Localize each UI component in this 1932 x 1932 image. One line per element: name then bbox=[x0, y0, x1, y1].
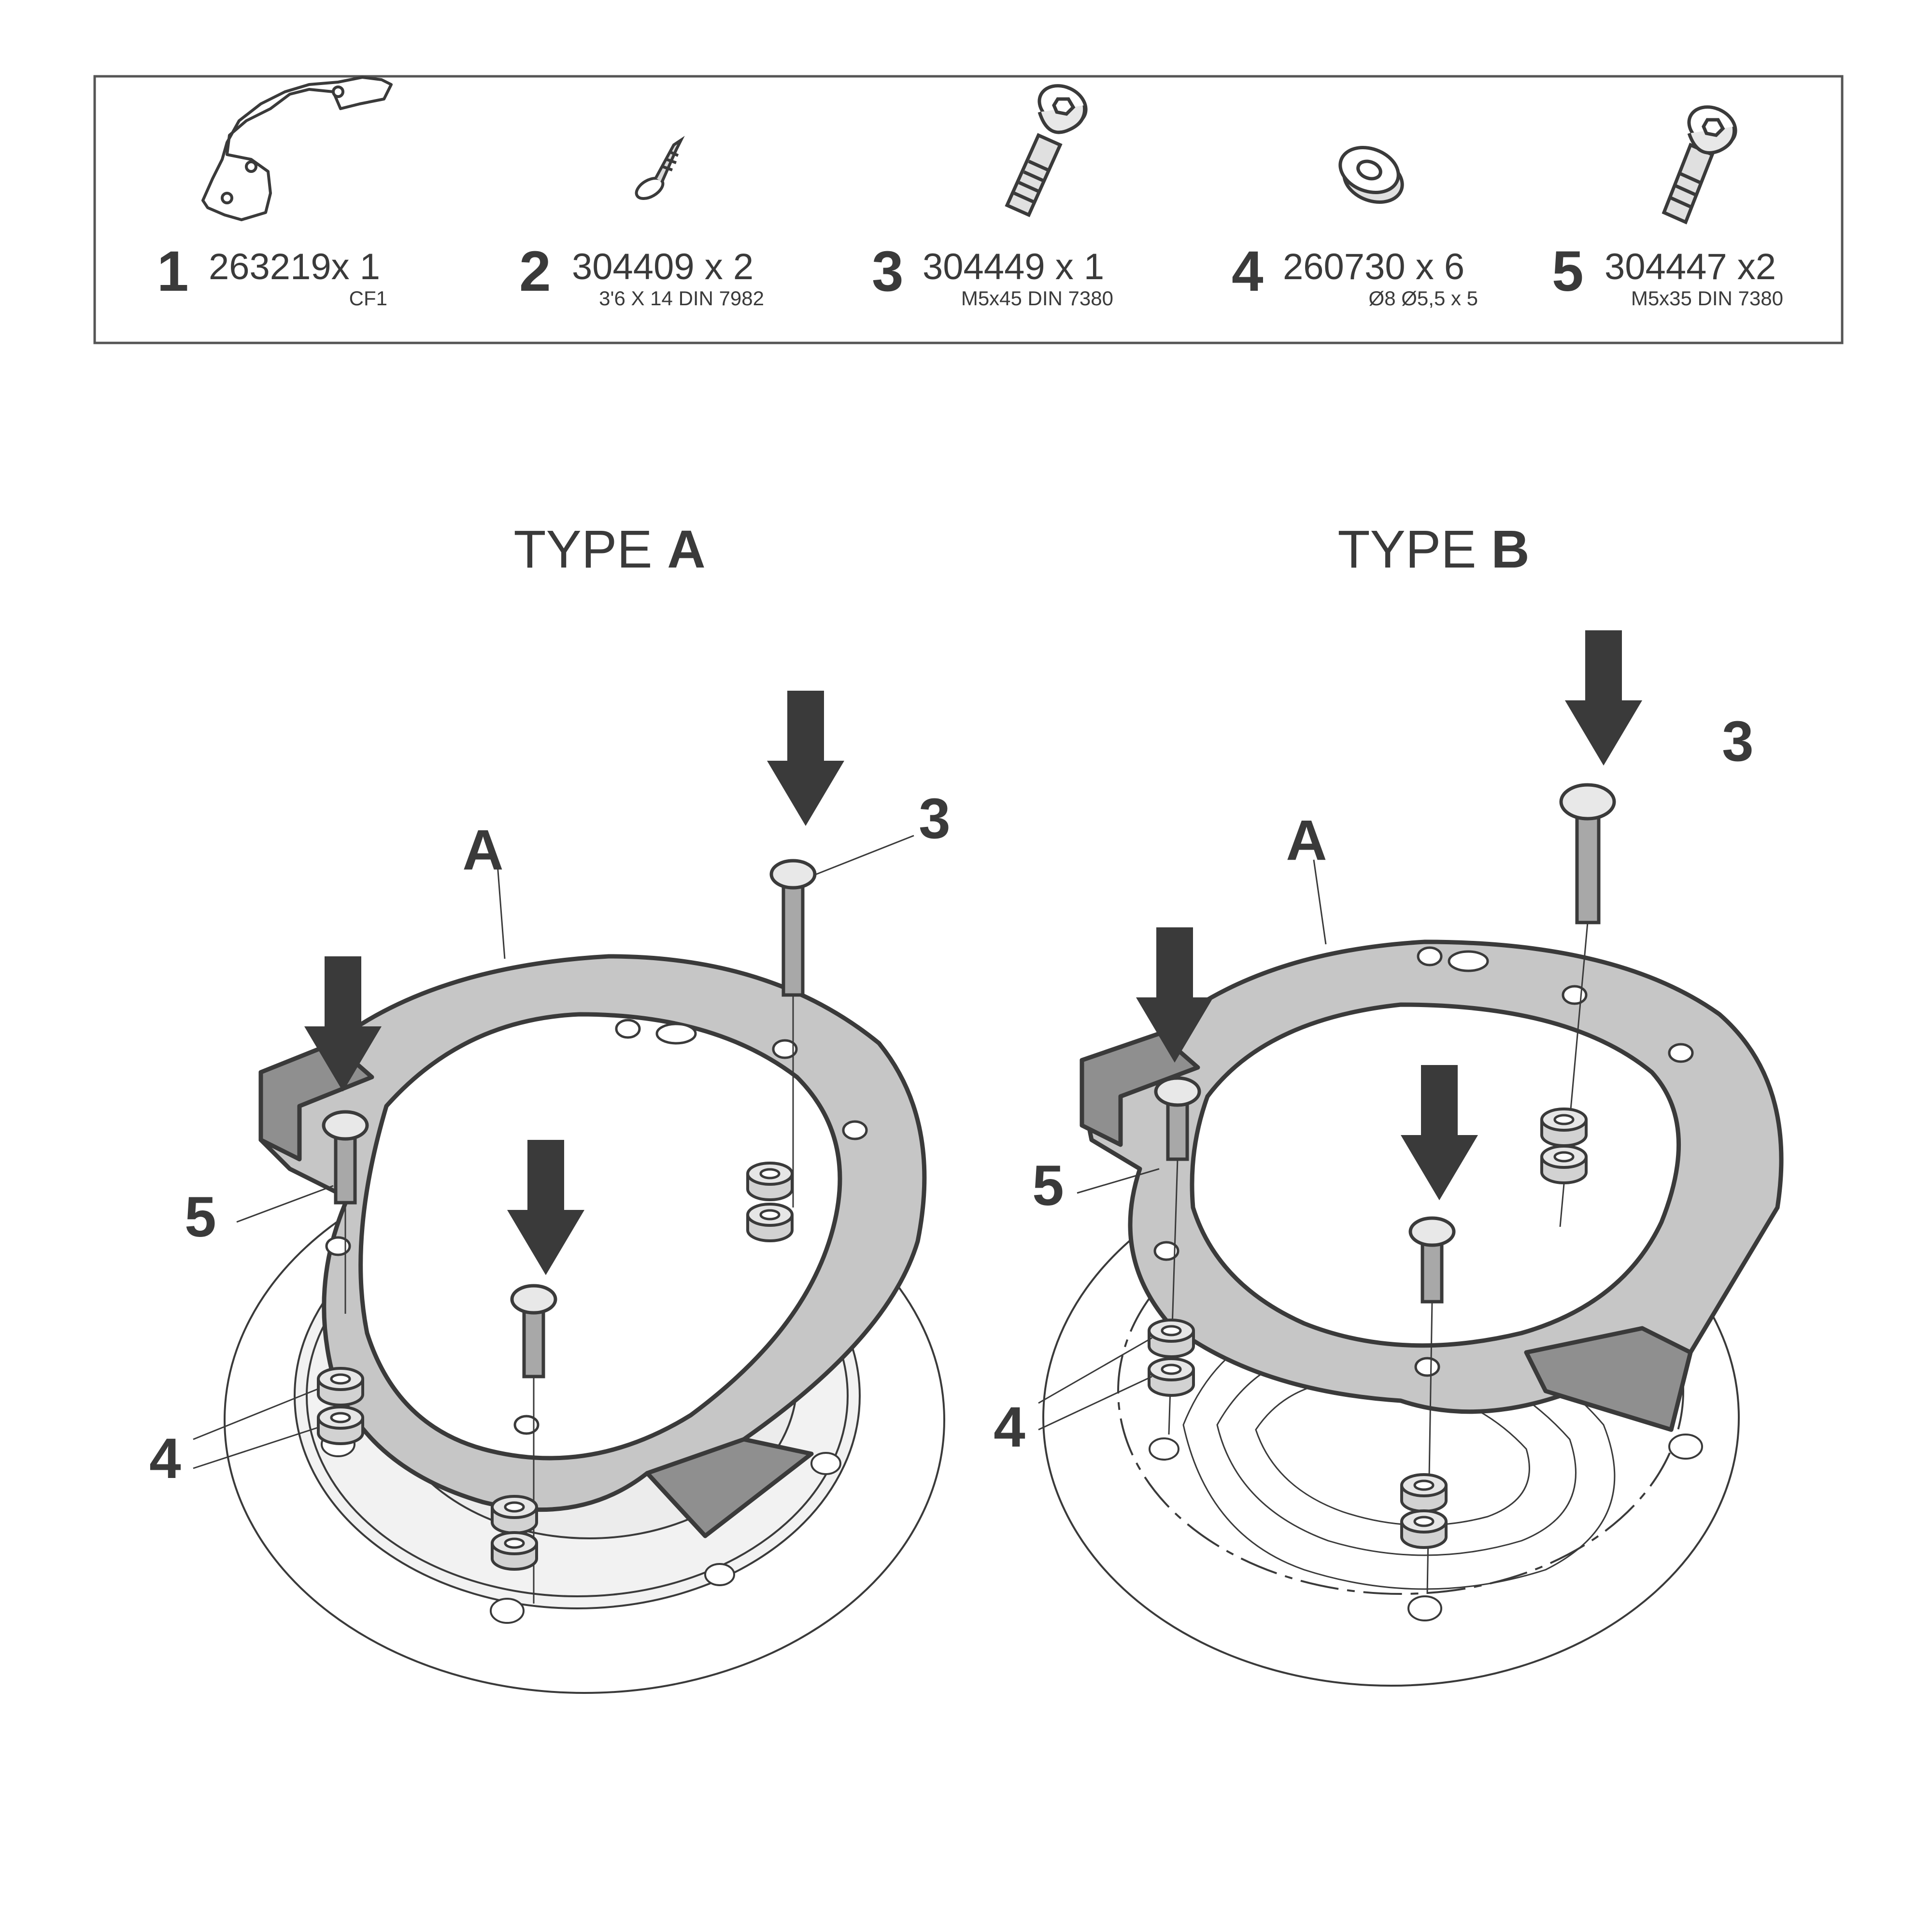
part-4-number: 4 bbox=[1232, 240, 1264, 303]
label-bolt-short-b: 5 bbox=[1032, 1154, 1064, 1218]
type-b-panel: TYPE B bbox=[994, 520, 1784, 1687]
part-1-code: 263219x 1 bbox=[209, 246, 380, 287]
label-bolt-short-a: 5 bbox=[185, 1185, 216, 1249]
part-2-code: 304409 x 2 bbox=[572, 246, 753, 287]
part-3-code: 304449 x 1 bbox=[923, 246, 1104, 287]
ring-a-holes bbox=[325, 1019, 868, 1435]
part-1-spec: CF1 bbox=[349, 287, 387, 310]
bolt-center-a bbox=[510, 1284, 557, 1604]
part-5-number: 5 bbox=[1552, 240, 1584, 303]
spacer-icon bbox=[1338, 146, 1404, 204]
label-spacers-a: 4 bbox=[149, 1427, 181, 1491]
arrow-b-right bbox=[1565, 630, 1642, 766]
arrow-a-right bbox=[767, 691, 844, 826]
legend-frame bbox=[93, 75, 1844, 344]
ring-b-holes bbox=[1153, 946, 1694, 1377]
part-5-spec: M5x35 DIN 7380 bbox=[1631, 287, 1783, 310]
long-bolt-icon bbox=[1005, 84, 1088, 217]
part-4-code: 260730 x 6 bbox=[1283, 246, 1464, 287]
part-3-spec: M5x45 DIN 7380 bbox=[961, 287, 1113, 310]
bolt-center-b bbox=[1408, 1216, 1456, 1594]
type-a-title: TYPE A bbox=[513, 520, 705, 579]
part-1-number: 1 bbox=[157, 240, 189, 303]
label-bolt-long-b: 3 bbox=[1722, 710, 1754, 773]
part-3-number: 3 bbox=[872, 240, 904, 303]
label-ring-a: A bbox=[462, 818, 503, 882]
bolt-long-a bbox=[769, 859, 817, 1208]
part-4-spec: Ø8 Ø5,5 x 5 bbox=[1369, 287, 1478, 310]
part-2-number: 2 bbox=[519, 240, 551, 303]
part-2-spec: 3'6 X 14 DIN 7982 bbox=[599, 287, 764, 310]
countersunk-screw-icon bbox=[635, 136, 685, 200]
label-ring-b: A bbox=[1286, 809, 1327, 872]
leader-lines-b bbox=[1038, 859, 1327, 1431]
parts-legend: 1 263219x 1 CF1 2 304409 x 2 3'6 X 14 DI… bbox=[93, 75, 1844, 344]
part-5-code: 304447 x2 bbox=[1605, 246, 1776, 287]
bolt-short-a bbox=[322, 1110, 369, 1314]
leader-lines-a bbox=[193, 835, 914, 1469]
label-bolt-long-a: 3 bbox=[919, 787, 951, 851]
type-a-panel: TYPE A bbox=[149, 520, 951, 1694]
label-spacers-b: 4 bbox=[994, 1395, 1025, 1459]
type-b-title: TYPE B bbox=[1337, 520, 1529, 579]
tank-ring-a bbox=[258, 954, 927, 1538]
bracket-icon bbox=[201, 76, 393, 221]
short-bolt-icon bbox=[1662, 105, 1737, 225]
